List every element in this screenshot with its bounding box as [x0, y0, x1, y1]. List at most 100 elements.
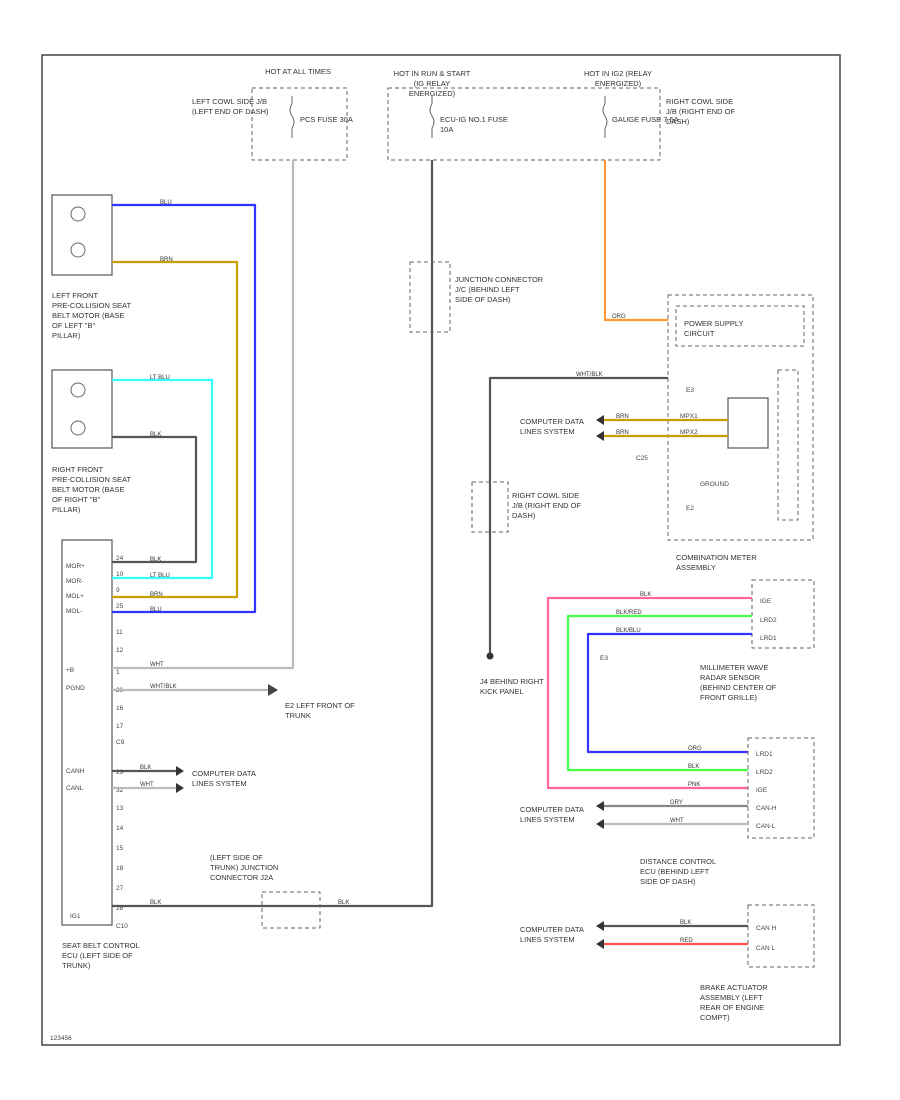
ground-point-icon — [486, 652, 494, 660]
pin-number: C9 — [116, 739, 125, 746]
wire-blu-mol-minus — [112, 203, 257, 614]
pin-can-h: CAN H — [756, 925, 777, 932]
gauge-fuse-icon — [602, 96, 608, 138]
right-cowl-jb-box — [387, 87, 661, 161]
pin-can-h: CAN-H — [756, 805, 777, 812]
figure-id: 123456 — [50, 1035, 72, 1042]
wire-ltgrn-lrd2 — [566, 614, 752, 772]
diagram-frame — [41, 54, 841, 1046]
wire-label: BLK/BLU — [616, 628, 641, 634]
pin-number: 18 — [116, 865, 124, 872]
left-front-motor-box — [51, 194, 113, 276]
combination-meter-box — [667, 294, 814, 541]
radar-sensor-box — [751, 579, 815, 649]
wire-label: BLK — [140, 765, 151, 771]
pin-number: 12 — [116, 647, 124, 654]
motor-icon — [70, 206, 86, 222]
pin-mpx2: MPX2 — [680, 429, 698, 436]
pcs-fuse-icon — [289, 96, 295, 138]
wire-label: BRN — [160, 257, 173, 263]
wire-label: WHT/BLK — [576, 372, 603, 378]
wire-label: BRN — [616, 430, 629, 436]
wire-label: WHT — [140, 782, 154, 788]
pin-number: 29 — [116, 769, 124, 776]
right-front-motor-box — [51, 369, 113, 449]
wire-label: BRN — [616, 414, 629, 420]
wire-label: BLU — [150, 607, 162, 613]
wire-label: BLK — [640, 592, 651, 598]
pin-lrd1: LRD1 — [756, 751, 773, 758]
pin-lrd1: LRD1 — [760, 635, 777, 642]
arrow-icon — [596, 801, 604, 811]
pin-mol-plus: MOL+ — [66, 593, 84, 600]
pin-number: 13 — [116, 805, 124, 812]
pin-number: 17 — [116, 723, 124, 730]
ground-arrow-icon — [268, 684, 278, 696]
meter-circuit-box — [777, 369, 799, 521]
wire-label: BLK — [150, 432, 161, 438]
pin-number: 24 — [116, 555, 124, 562]
wire-blk-ig1 — [112, 160, 434, 908]
pin-can-l: CAN-L — [756, 823, 776, 830]
pin-plus-b: +B — [66, 667, 74, 674]
wire-label: WHT — [150, 662, 164, 668]
arrow-icon — [596, 415, 604, 425]
wire-org-power — [603, 160, 668, 322]
pin-number: 14 — [116, 825, 124, 832]
brake-actuator-box — [747, 904, 815, 968]
pin-e3: E3 — [600, 655, 608, 662]
pin-ige: IGE — [756, 787, 768, 794]
pin-c25: C25 — [636, 455, 648, 462]
left-cowl-jb-label: LEFT COWL SIDE J/B(LEFT END OF DASH) — [192, 97, 269, 116]
pin-number: 32 — [116, 787, 124, 794]
pin-number: 27 — [116, 885, 124, 892]
wire-label: WHT/BLK — [150, 684, 177, 690]
wire-label: BLK/RED — [616, 610, 642, 616]
wire-label: BLK — [688, 764, 699, 770]
pin-number: C10 — [116, 923, 128, 930]
wire-label: GRY — [670, 800, 683, 806]
motor-icon — [70, 382, 86, 398]
ground-label: GROUND — [700, 481, 729, 488]
trunk-junction-box — [261, 891, 321, 929]
wire-label: BLU — [160, 200, 172, 206]
pin-mor-minus: MOR- — [66, 578, 83, 585]
fuse-gauge-label: GAUGE FUSE 7.5A — [612, 115, 679, 124]
arrow-icon — [596, 431, 604, 441]
pin-e2: E2 — [686, 505, 694, 512]
arrow-icon — [596, 939, 604, 949]
pin-number: 28 — [116, 905, 124, 912]
wire-ltblu-mor-minus — [112, 378, 214, 580]
pin-canh: CANH — [66, 768, 85, 775]
wire-pnk-ige — [546, 596, 752, 790]
wire-label: RED — [680, 938, 693, 944]
arrow-icon — [596, 921, 604, 931]
hot-at-all-times-label: HOT AT ALL TIMES — [265, 67, 331, 76]
pin-number: 11 — [116, 629, 123, 636]
wire-wht-plus-b — [112, 160, 295, 670]
fuse-pcs-label: PCS FUSE 30A — [300, 115, 353, 124]
pin-lrd2: LRD2 — [760, 617, 777, 624]
pin-ige: IGE — [760, 598, 772, 605]
wire-label: PNK — [688, 782, 700, 788]
pin-mor-plus: MOR+ — [66, 563, 85, 570]
left-cowl-jb-box — [251, 87, 348, 161]
pin-lrd2: LRD2 — [756, 769, 773, 776]
arrow-icon — [596, 819, 604, 829]
pin-e3: E3 — [686, 387, 694, 394]
pin-mol-minus: MOL- — [66, 608, 82, 615]
